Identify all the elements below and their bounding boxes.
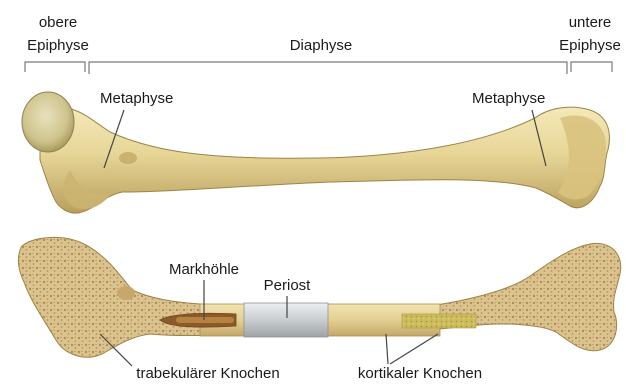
region-brackets [25, 62, 612, 74]
trabecular-bone-label: trabekulärer Knochen [136, 365, 279, 382]
distal-spongy-end [430, 243, 621, 350]
lower-epiphysis-label-line1: untere [569, 14, 612, 31]
upper-epiphysis-label-line2: Epiphyse [27, 37, 89, 54]
lesser-trochanter [119, 152, 137, 164]
upper-epiphysis-label-line1: obere [39, 14, 77, 31]
cortical-bone-label: kortikaler Knochen [358, 365, 482, 382]
diaphysis-bracket [89, 62, 567, 74]
upper-epiphysis-bracket [25, 62, 85, 72]
diaphysis-label: Diaphyse [290, 37, 353, 54]
femur-section [18, 237, 620, 357]
lower-epiphysis-bracket [571, 62, 612, 72]
section-trochanter [117, 286, 135, 300]
cortical-bone-pointer-left [386, 334, 388, 364]
marrow-cavity-label: Markhöhle [169, 261, 239, 278]
metaphysis-label-left: Metaphyse [100, 90, 173, 107]
marrow-cavity-inner [176, 317, 234, 323]
metaphysis-label-right: Metaphyse [472, 90, 545, 107]
lower-epiphysis-label-line2: Epiphyse [559, 37, 621, 54]
periosteum-label: Periost [264, 277, 312, 294]
yellow-marrow-strip [402, 314, 476, 328]
femur-external [22, 92, 609, 213]
periosteum-sleeve [244, 303, 328, 337]
cortical-bone-pointer-right [390, 334, 438, 364]
femoral-head [22, 92, 74, 152]
